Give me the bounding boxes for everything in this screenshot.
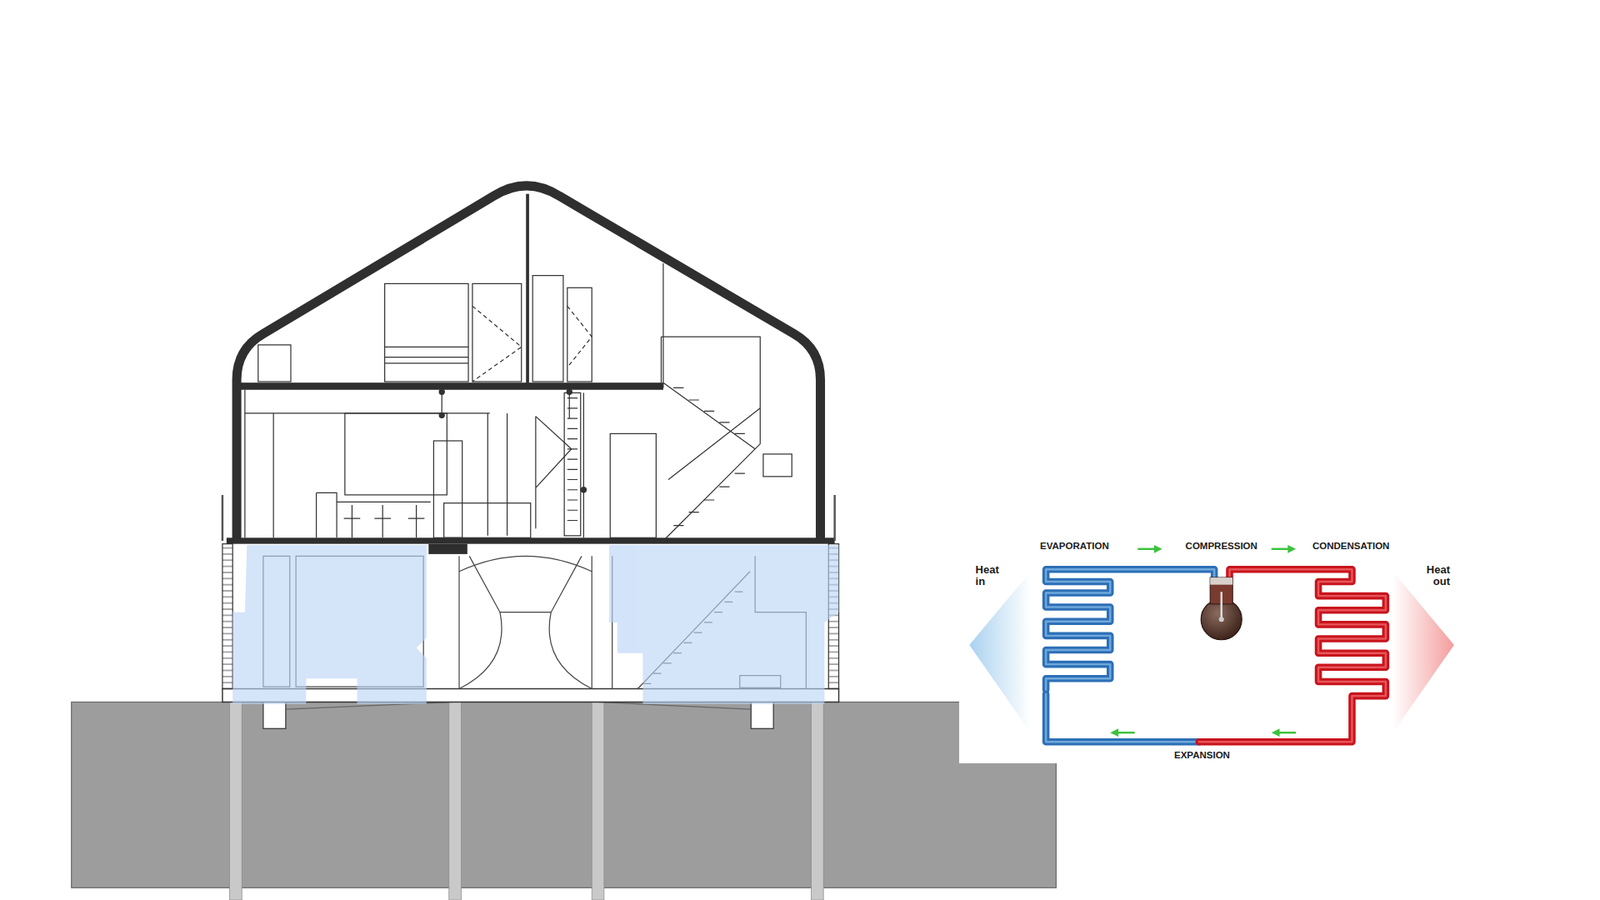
- callout-label: EXPANSION: [1174, 750, 1230, 761]
- callout-label: CONDENSATION: [1312, 540, 1390, 552]
- callout-label: Heat in: [975, 564, 1000, 589]
- house-shell: [236, 185, 820, 542]
- heat-in-arrow: [969, 571, 1030, 733]
- piles: [230, 701, 825, 900]
- beam: [428, 544, 468, 555]
- compressor: [1200, 577, 1242, 640]
- facade-edge: [222, 495, 835, 541]
- flow-arrows: [1110, 545, 1296, 737]
- condenser-coil: [1199, 569, 1386, 742]
- partition: [525, 194, 530, 386]
- callout-label: COMPRESSION: [1185, 540, 1258, 552]
- ground: [71, 701, 1057, 888]
- upper-floor: [240, 382, 664, 390]
- cooling-zone: [232, 545, 839, 705]
- floor: [226, 537, 835, 544]
- heat-out-arrow: [1392, 571, 1454, 733]
- basement-wall: [222, 544, 233, 690]
- footings: [263, 701, 774, 729]
- callout-label: Heat out: [1426, 564, 1450, 589]
- diagram-panel: [959, 530, 1470, 764]
- evaporator-coil: [1045, 569, 1215, 742]
- callout-label: EVAPORATION: [1040, 540, 1110, 552]
- interior-details: [245, 263, 792, 541]
